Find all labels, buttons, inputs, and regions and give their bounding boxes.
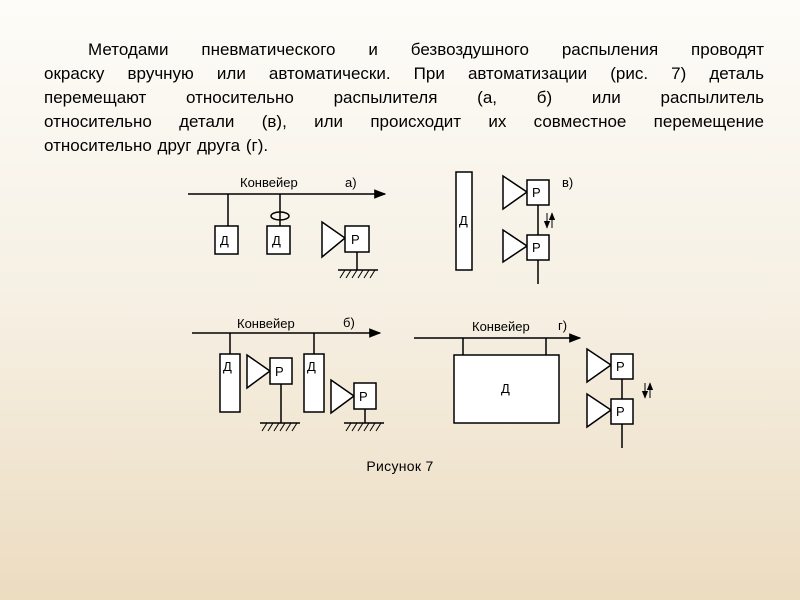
rotation-icon — [270, 211, 290, 221]
spray-cone-icon — [246, 353, 272, 390]
sprayer-label: Р — [616, 359, 625, 374]
spray-cone-icon — [586, 392, 613, 429]
sprayer-label: Р — [616, 404, 625, 419]
spray-cone-icon — [502, 228, 529, 264]
scheme-label-g: г) — [558, 318, 567, 333]
part-box — [219, 353, 241, 413]
spray-cone-icon — [330, 378, 356, 415]
sprayer-label: Р — [359, 389, 368, 404]
part-box — [214, 225, 239, 255]
figure-caption: Рисунок 7 — [366, 458, 434, 474]
paragraph-line: относительно друг друга (г). — [44, 136, 269, 155]
scheme-v: Д Р Р в) — [455, 171, 573, 284]
paragraph-line: окраску вручную или автоматически. При а… — [44, 64, 764, 83]
part-label: Д — [501, 381, 510, 396]
scheme-label-b: б) — [343, 315, 355, 330]
paragraph-line: перемещают относительно распылителя (а, … — [44, 88, 764, 107]
sprayer-label: Р — [275, 364, 284, 379]
paragraph-line: Методами пневматического и безвоздушного… — [88, 40, 764, 59]
spray-cone-icon — [502, 174, 529, 211]
part-box — [266, 225, 291, 255]
part-box — [453, 354, 560, 424]
paragraph-line: относительно детали (в), или происходит … — [44, 112, 764, 131]
spray-cone-icon — [586, 347, 613, 384]
part-label: Д — [307, 359, 316, 374]
conveyor-label: Конвейер — [237, 316, 295, 331]
sprayer-label: Р — [351, 232, 360, 247]
scheme-a: Конвейер а) Д Д Р — [188, 175, 387, 279]
part-label: Д — [220, 233, 229, 248]
ground-hatch-icon — [339, 269, 376, 279]
scheme-b: Конвейер б) Д Р Д Р — [192, 315, 384, 432]
spray-cone-icon — [321, 220, 347, 259]
ground-hatch-icon — [261, 422, 298, 432]
conveyor-label: Конвейер — [240, 175, 298, 190]
scheme-g: Конвейер г) Д Р Р — [414, 318, 654, 448]
part-box — [455, 171, 473, 271]
part-label: Д — [272, 233, 281, 248]
part-label: Д — [223, 359, 232, 374]
conveyor-label: Конвейер — [472, 319, 530, 334]
sprayer-label: Р — [532, 240, 541, 255]
scheme-label-a: а) — [345, 175, 357, 190]
sprayer-label: Р — [532, 185, 541, 200]
ground-hatch-icon — [345, 422, 382, 432]
part-label: Д — [459, 213, 468, 228]
part-box — [303, 353, 325, 413]
scheme-label-v: в) — [562, 175, 573, 190]
body-paragraph: Методами пневматического и безвоздушного… — [44, 38, 764, 158]
